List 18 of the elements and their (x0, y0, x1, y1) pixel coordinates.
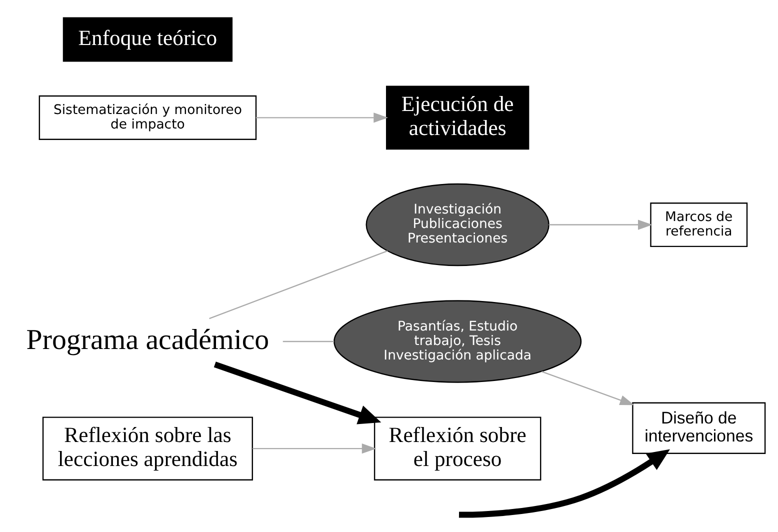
node-box: Reflexión sobre el proceso (374, 416, 542, 480)
node-box: Diseño de intervenciones (632, 402, 766, 454)
arrow (256, 112, 388, 122)
arrow (458, 448, 670, 518)
node-ellipse: Pasantías, Estudio trabajo, Tesis Investigación aplicada (334, 300, 582, 382)
node-box: Enfoque teórico (62, 16, 233, 62)
arrow (214, 361, 382, 424)
node-box: Reflexión sobre las lecciones aprendidas (42, 416, 253, 480)
arrow (548, 219, 652, 230)
node-box: Sistematización y monitoreo de impacto (38, 94, 257, 140)
node-ellipse: Investigación Publicaciones Presentaciones (366, 182, 550, 266)
connector (209, 250, 388, 319)
node-text: Programa académico (26, 323, 270, 356)
arrow (252, 443, 376, 454)
connector (282, 340, 334, 342)
node-box: Ejecución de actividades (386, 85, 530, 150)
arrow (541, 370, 634, 405)
node-box: Marcos de referencia (650, 202, 748, 247)
